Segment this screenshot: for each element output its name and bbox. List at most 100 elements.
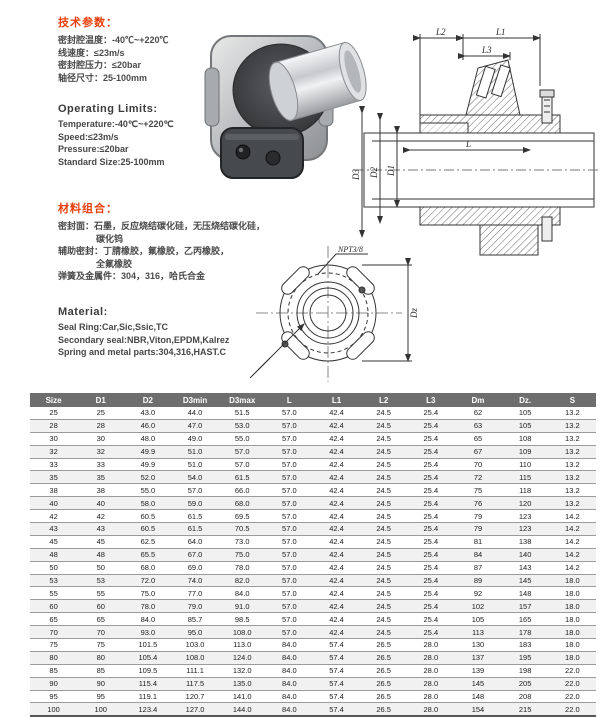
table-cell: 80: [77, 651, 125, 665]
set-screw: [265, 150, 281, 166]
table-cell: 13.2: [548, 432, 596, 446]
table-cell: 141.0: [218, 690, 266, 704]
table-cell: 105: [501, 419, 549, 433]
table-cell: 157: [501, 599, 549, 614]
table-cell: 24.5: [360, 599, 408, 614]
table-cell: 89: [454, 574, 502, 588]
table-cell: 25.4: [407, 432, 455, 446]
table-cell: 24.5: [360, 445, 408, 459]
column-header: D3max: [218, 393, 266, 407]
tech-params-line: 线速度：≤23m/s: [58, 47, 125, 58]
table-cell: 110: [501, 458, 549, 472]
table-cell: 51.0: [171, 445, 219, 459]
table-cell: 95: [30, 690, 78, 704]
table-cell: 14.2: [548, 561, 596, 575]
table-cell: 25.4: [407, 470, 455, 485]
table-cell: 57.0: [265, 522, 313, 536]
table-cell: 43.0: [124, 407, 172, 420]
table-cell: 26.5: [360, 690, 408, 704]
table-cell: 75: [454, 483, 502, 498]
table-cell: 13.2: [548, 483, 596, 498]
table-cell: 13.2: [548, 445, 596, 459]
table-cell: 68.0: [124, 561, 172, 575]
table-cell: 24.5: [360, 509, 408, 524]
table-cell: 73.0: [218, 535, 266, 549]
table-cell: 61.5: [218, 470, 266, 485]
column-header: L2: [360, 393, 408, 407]
table-cell: 57.0: [265, 419, 313, 433]
table-cell: 57.0: [265, 509, 313, 524]
table-cell: 95.0: [171, 625, 219, 640]
table-cell: 42.4: [312, 407, 361, 420]
table-cell: 13.2: [548, 458, 596, 472]
table-cell: 25.4: [407, 483, 455, 498]
table-cell: 87: [454, 561, 502, 575]
table-cell: 60.5: [124, 509, 172, 524]
table-cell: 57.0: [218, 445, 266, 459]
table-cell: 55: [30, 586, 78, 601]
table-cell: 84.0: [265, 664, 313, 678]
table-cell: 24.5: [360, 561, 408, 575]
table-cell: 18.0: [548, 586, 596, 601]
table-cell: 24.5: [360, 432, 408, 446]
table-cell: 24.5: [360, 470, 408, 485]
table-cell: 108.0: [218, 625, 266, 640]
table-cell: 66.0: [218, 483, 266, 498]
table-cell: 51.0: [171, 458, 219, 472]
table-cell: 145: [454, 677, 502, 691]
table-cell: 48: [30, 548, 78, 562]
table-cell: 25.4: [407, 445, 455, 459]
table-cell: 24.5: [360, 625, 408, 640]
port-label: NPT3/8: [337, 245, 363, 254]
column-header: Dm: [454, 393, 502, 407]
table-cell: 70: [77, 625, 125, 640]
dim-label-d1: D1: [386, 165, 396, 177]
table-cell: 92: [454, 586, 502, 601]
table-cell: 61.5: [171, 509, 219, 524]
table-cell: 57.0: [265, 496, 313, 511]
table-cell: 138: [501, 535, 549, 549]
table-cell: 113.0: [218, 638, 266, 652]
table-cell: 28: [77, 419, 125, 433]
column-header: Size: [30, 393, 78, 407]
table-cell: 14.2: [548, 522, 596, 536]
table-cell: 25.4: [407, 407, 455, 420]
table-cell: 57.4: [312, 664, 361, 678]
table-cell: 105.4: [124, 651, 172, 665]
table-cell: 14.2: [548, 509, 596, 524]
table-cell: 57.0: [265, 548, 313, 562]
table-cell: 85.7: [171, 612, 219, 627]
table-cell: 57.0: [265, 586, 313, 601]
table-cell: 25.4: [407, 599, 455, 614]
table-cell: 85: [30, 664, 78, 678]
table-cell: 103.0: [171, 638, 219, 652]
table-cell: 24.5: [360, 483, 408, 498]
table-cell: 62: [454, 407, 502, 420]
table-cell: 42.4: [312, 496, 361, 511]
table-cell: 124.0: [218, 651, 266, 665]
table-cell: 143: [501, 561, 549, 575]
table-cell: 65: [77, 612, 125, 627]
table-cell: 130: [454, 638, 502, 652]
table-cell: 84.0: [265, 638, 313, 652]
table-cell: 123: [501, 509, 549, 524]
materials-cn-line: 辅助密封：丁腈橡胶，氟橡胶，乙丙橡胶，: [58, 246, 230, 256]
materials-en-line: Secondary seal:NBR,Viton,EPDM,Kalrez: [58, 334, 230, 345]
table-cell: 84.0: [265, 677, 313, 691]
tech-params-heading: 技术参数：: [58, 17, 118, 29]
table-cell: 57.0: [265, 612, 313, 627]
table-cell: 49.9: [124, 458, 172, 472]
table-cell: 117.5: [171, 677, 219, 691]
table-cell: 135.0: [218, 677, 266, 691]
table-cell: 51.5: [218, 407, 266, 420]
table-cell: 42.4: [312, 586, 361, 601]
table-cell: 57.0: [265, 445, 313, 459]
table-cell: 25.4: [407, 548, 455, 562]
table-cell: 26.5: [360, 651, 408, 665]
